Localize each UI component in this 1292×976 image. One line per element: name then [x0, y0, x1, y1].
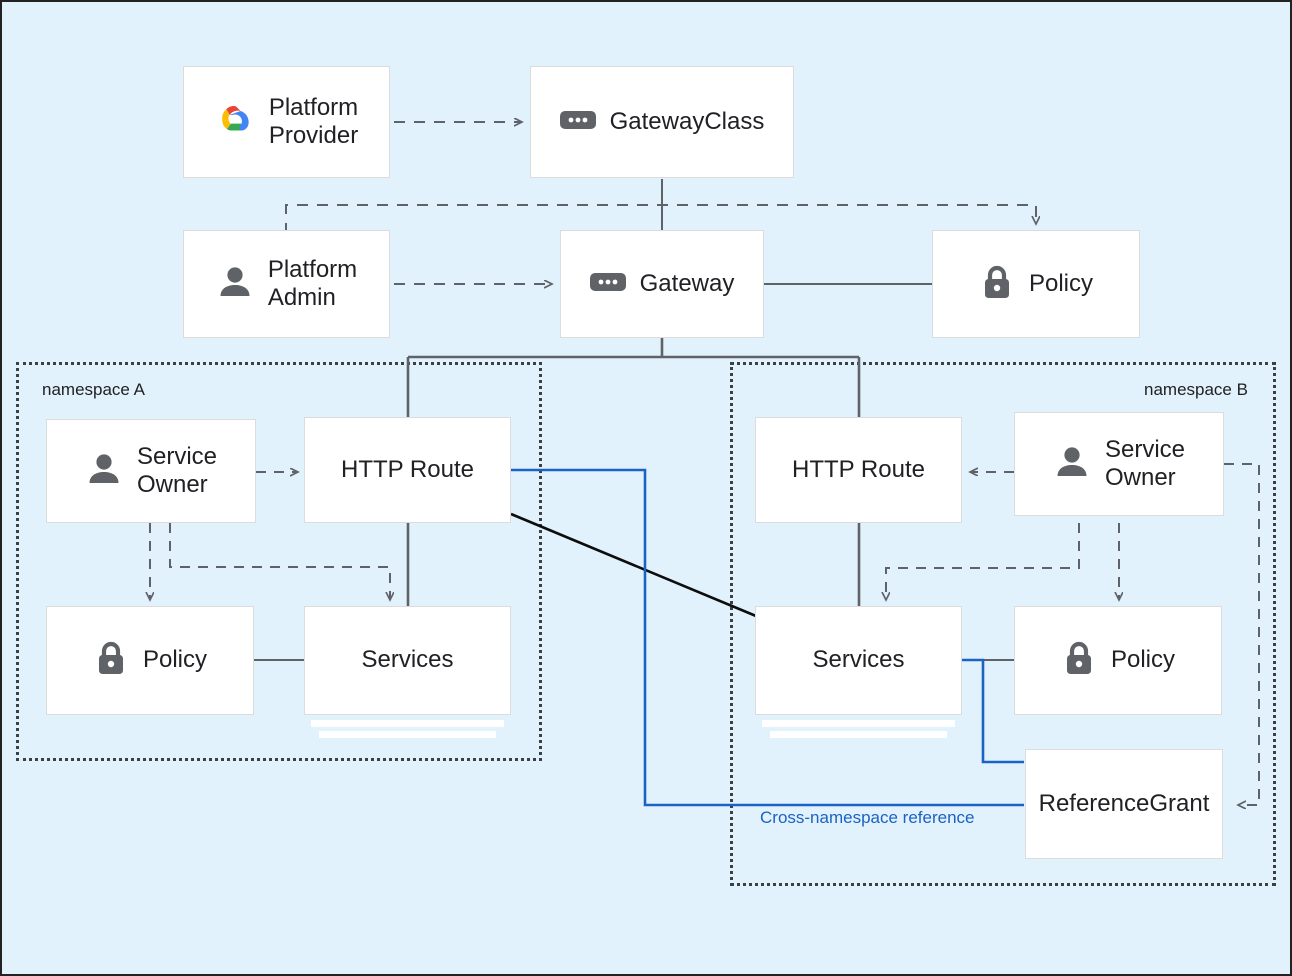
person-icon [85, 450, 123, 493]
node-policy-a-label: Policy [142, 646, 208, 674]
cross-namespace-reference-label: Cross-namespace reference [760, 808, 975, 827]
person-icon [216, 263, 254, 306]
node-policy-top-label: Policy [1028, 269, 1094, 297]
node-gateway-label: Gateway [639, 269, 735, 297]
node-services-b-label: Services [812, 646, 905, 674]
node-platform-admin-label: Platform Admin [267, 255, 358, 311]
node-gateway-class-label: GatewayClass [609, 107, 765, 135]
person-icon [1053, 443, 1091, 486]
services-a-stack-bar-2 [319, 731, 496, 738]
lock-icon [93, 638, 129, 683]
edge-route-a-to-services-b-diagonal [510, 512, 757, 618]
lock-icon [979, 262, 1015, 307]
node-services-a[interactable]: Services [304, 606, 511, 715]
node-policy-b[interactable]: Policy [1014, 606, 1222, 715]
node-service-owner-a-label: Service Owner [136, 442, 218, 498]
services-a-stack-bar-1 [311, 720, 504, 727]
node-gateway[interactable]: Gateway [560, 230, 764, 338]
node-platform-provider[interactable]: Platform Provider [183, 66, 390, 178]
node-policy-b-label: Policy [1110, 646, 1176, 674]
node-http-route-a[interactable]: HTTP Route [304, 417, 511, 523]
node-gateway-class[interactable]: GatewayClass [530, 66, 794, 178]
node-policy-a[interactable]: Policy [46, 606, 254, 715]
node-services-b[interactable]: Services [755, 606, 962, 715]
namespace-b-label: namespace B [1144, 380, 1248, 399]
node-policy-top[interactable]: Policy [932, 230, 1140, 338]
node-reference-grant-label: ReferenceGrant [1038, 789, 1210, 817]
node-http-route-b[interactable]: HTTP Route [755, 417, 962, 523]
services-b-stack-bar-2 [770, 731, 947, 738]
node-http-route-b-label: HTTP Route [792, 455, 925, 483]
node-platform-provider-label: Platform Provider [268, 93, 359, 149]
gateway-chip-icon [559, 108, 596, 137]
node-services-a-label: Services [361, 646, 454, 674]
gateway-chip-icon [589, 270, 626, 299]
lock-icon [1061, 638, 1097, 683]
namespace-a-label: namespace A [42, 380, 146, 399]
services-b-stack-bar-1 [762, 720, 955, 727]
node-service-owner-a[interactable]: Service Owner [46, 419, 256, 523]
node-service-owner-b[interactable]: Service Owner [1014, 412, 1224, 516]
google-cloud-icon [215, 100, 255, 145]
node-http-route-a-label: HTTP Route [341, 455, 474, 483]
node-reference-grant[interactable]: ReferenceGrant [1025, 749, 1223, 859]
node-service-owner-b-label: Service Owner [1104, 435, 1186, 491]
node-platform-admin[interactable]: Platform Admin [183, 230, 390, 338]
